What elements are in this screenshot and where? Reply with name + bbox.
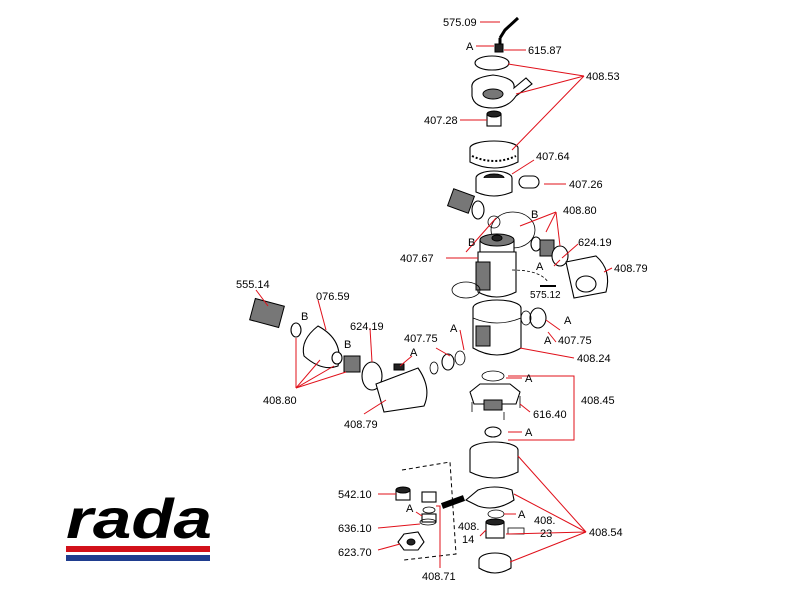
label-408-71: 408.71 bbox=[422, 571, 456, 583]
label-a-right-1: A bbox=[536, 261, 544, 273]
label-408-14-a: 408. bbox=[458, 521, 479, 533]
label-a-mid: A bbox=[450, 323, 458, 335]
label-636-10: 636.10 bbox=[338, 523, 372, 535]
label-408-23-a: 408. bbox=[534, 515, 555, 527]
label-408-54: 408.54 bbox=[589, 527, 623, 539]
leader-lines bbox=[255, 21, 613, 568]
label-a-bottom-right: A bbox=[518, 509, 526, 521]
label-408-45: 408.45 bbox=[581, 395, 615, 407]
label-407-75-right: 407.75 bbox=[558, 335, 592, 347]
label-408-80-left: 408.80 bbox=[263, 395, 297, 407]
label-624-19-right: 624.19 bbox=[578, 237, 612, 249]
label-408-79-right: 408.79 bbox=[614, 263, 648, 275]
label-b-right-1: B bbox=[531, 209, 538, 221]
clip-part bbox=[518, 175, 540, 189]
control-cap-part bbox=[471, 55, 533, 109]
label-a-left: A bbox=[410, 347, 418, 359]
logo-stripe-red bbox=[66, 546, 210, 552]
label-624-19-left: 624.19 bbox=[350, 321, 384, 333]
valve-body-part bbox=[475, 233, 517, 298]
label-b-right-2: B bbox=[468, 237, 475, 249]
upper-filter-part bbox=[446, 188, 485, 220]
label-408-23-b: 23 bbox=[540, 528, 552, 540]
label-555-14: 555.14 bbox=[236, 279, 270, 291]
label-408-80-right: 408.80 bbox=[563, 205, 597, 217]
label-407-28: 407.28 bbox=[424, 115, 458, 127]
splined-ring-part bbox=[469, 140, 519, 169]
shroud-assembly-part bbox=[440, 441, 525, 574]
hot-oring-part bbox=[451, 281, 481, 299]
isolator-kit-part bbox=[395, 461, 457, 561]
label-407-75-left: 407.75 bbox=[404, 333, 438, 345]
thermostat-cartridge-part bbox=[469, 370, 521, 438]
logo-wordmark: rada bbox=[66, 487, 212, 550]
label-a-bottom-left: A bbox=[406, 503, 414, 515]
left-inlet-part bbox=[249, 297, 428, 413]
label-623-70: 623.70 bbox=[338, 547, 372, 559]
right-check-valve-part bbox=[520, 307, 547, 329]
label-407-26: 407.26 bbox=[569, 179, 603, 191]
label-542-10: 542.10 bbox=[338, 489, 372, 501]
label-b-left-1: B bbox=[301, 311, 308, 323]
logo-stripe-blue bbox=[66, 555, 210, 561]
label-408-24: 408.24 bbox=[577, 353, 611, 365]
label-575-12: 575.12 bbox=[530, 290, 561, 301]
rada-logo: rada bbox=[66, 487, 212, 561]
part-labels: 575.09 A 615.87 408.53 407.28 407.64 407… bbox=[236, 17, 648, 583]
label-407-67: 407.67 bbox=[400, 253, 434, 265]
lower-body-part bbox=[472, 299, 522, 356]
label-407-64: 407.64 bbox=[536, 151, 570, 163]
label-a-mid-right: A bbox=[544, 335, 552, 347]
knob-nut-part bbox=[486, 110, 502, 127]
label-408-14-b: 14 bbox=[462, 534, 474, 546]
grub-screw-part bbox=[494, 43, 504, 53]
label-a-top: A bbox=[466, 41, 474, 53]
label-615-87: 615.87 bbox=[528, 45, 562, 57]
screw-small-part bbox=[393, 363, 405, 371]
spindle-adaptor-part bbox=[475, 170, 513, 197]
label-a-right-2: A bbox=[564, 315, 572, 327]
label-408-79-left: 408.79 bbox=[344, 419, 378, 431]
label-a-cart-1: A bbox=[525, 373, 533, 385]
label-a-cart-2: A bbox=[525, 427, 533, 439]
label-616-40: 616.40 bbox=[533, 409, 567, 421]
right-inlet-part bbox=[530, 236, 609, 299]
label-575-09: 575.09 bbox=[443, 17, 477, 29]
label-408-53: 408.53 bbox=[586, 71, 620, 83]
label-076-59: 076.59 bbox=[316, 291, 350, 303]
label-b-left-2: B bbox=[344, 339, 351, 351]
